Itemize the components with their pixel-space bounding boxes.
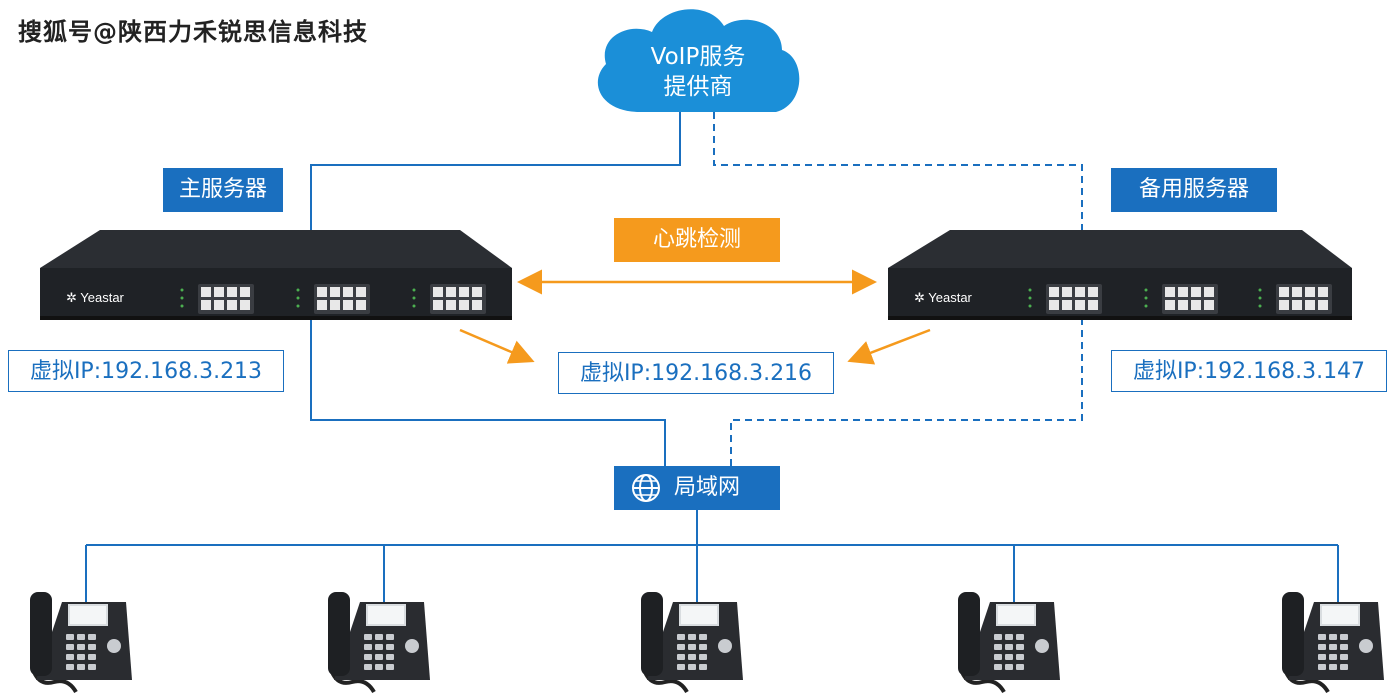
wan-link-backup xyxy=(713,112,1083,232)
vip-arrow-left xyxy=(459,328,535,364)
ip-phone-2 xyxy=(328,592,430,694)
shared-virtual-ip: 虚拟IP:192.168.3.216 xyxy=(558,352,834,394)
cloud-icon xyxy=(597,9,800,112)
ip-phone-3 xyxy=(641,592,743,694)
ip-phone-5 xyxy=(1282,592,1384,694)
backup-server-device: ✲ Yeastar xyxy=(888,230,1352,320)
globe-icon xyxy=(632,474,660,502)
primary-brand: ✲ Yeastar xyxy=(66,290,125,305)
backup-virtual-ip: 虚拟IP:192.168.3.147 xyxy=(1111,350,1387,392)
lan-label: 局域网 xyxy=(674,475,741,500)
phone-bus xyxy=(85,510,1339,608)
ip-phone-1 xyxy=(30,592,132,694)
watermark: 搜狐号@陕西力禾锐思信息科技 xyxy=(18,18,368,46)
voip-provider-line1: VoIP服务 xyxy=(650,44,746,70)
primary-server-label: 主服务器 xyxy=(163,168,283,212)
vip-arrow-right xyxy=(847,328,931,365)
wan-link-primary xyxy=(310,112,681,232)
primary-server-device: ✲ Yeastar xyxy=(40,230,512,320)
lan-link-backup xyxy=(730,318,1083,466)
primary-virtual-ip: 虚拟IP:192.168.3.213 xyxy=(8,350,284,392)
heartbeat-label: 心跳检测 xyxy=(614,218,780,262)
lan-box: 局域网 xyxy=(614,466,780,510)
voip-provider-label: VoIP服务 提供商 xyxy=(600,42,796,102)
backup-brand: ✲ Yeastar xyxy=(914,290,973,305)
backup-server-label: 备用服务器 xyxy=(1111,168,1277,212)
ip-phone-4 xyxy=(958,592,1060,694)
lan-link-primary xyxy=(310,318,666,466)
voip-provider-line2: 提供商 xyxy=(663,74,733,100)
